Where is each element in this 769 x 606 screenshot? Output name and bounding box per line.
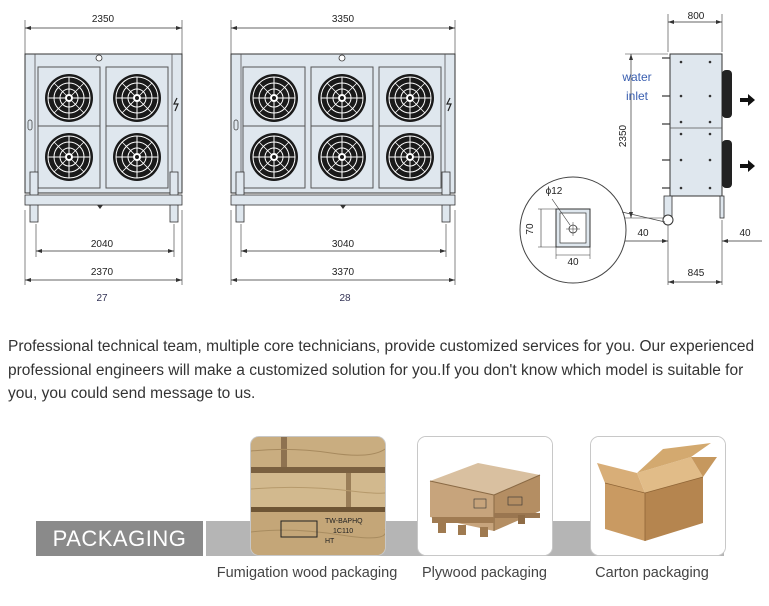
detail-height: 70 (525, 223, 536, 235)
water-inlet-label-1: water (621, 70, 651, 84)
side-depth: 800 (688, 11, 705, 22)
side-height: 2350 (618, 124, 629, 147)
description-line-3: you, you could send message to us. (8, 385, 256, 402)
description-line-1: Professional technical team, multiple co… (8, 338, 755, 355)
detail-width: 40 (567, 257, 579, 268)
caption-plywood: Plywood packaging (422, 565, 547, 581)
stamp-text-1: TW-BAPHQ (325, 518, 363, 525)
stamp-text-3: HT (325, 538, 335, 545)
carton-image (591, 437, 725, 555)
detail-hole-diameter: ϕ12 (546, 186, 563, 197)
unit27-model-label: 27 (96, 293, 108, 304)
carton-photo (590, 436, 726, 556)
unit28-inner-width: 3040 (332, 239, 355, 250)
unit-28-drawing: 3350 3040 3370 28 (230, 14, 456, 304)
packaging-divider (203, 521, 206, 556)
drawings-svg: 2350 2040 2370 27 (24, 11, 762, 304)
detail-drawing: ϕ12 70 40 (519, 176, 666, 284)
fumigation-wood-image: TW-BAPHQ 1C110 HT (251, 437, 385, 555)
unit28-top-width: 3350 (332, 14, 355, 25)
unit-27-drawing: 2350 2040 2370 27 (24, 14, 183, 304)
side-bottom-depth: 845 (688, 268, 705, 279)
technical-drawings: 2350 2040 2370 27 (24, 11, 762, 304)
unit27-top-width: 2350 (92, 14, 115, 25)
unit28-model-label: 28 (339, 293, 351, 304)
description-line-2: professional engineers will make a custo… (8, 361, 744, 379)
fumigation-wood-photo: TW-BAPHQ 1C110 HT (250, 436, 386, 556)
plywood-photo (417, 436, 553, 556)
stamp-text-2: 1C110 (333, 528, 353, 535)
side-view-drawing: 800 2350 water inlet (618, 11, 762, 285)
unit28-outer-width: 3370 (332, 267, 355, 278)
side-left-offset: 40 (637, 228, 649, 239)
unit27-outer-width: 2370 (91, 267, 114, 278)
description-paragraph: Professional technical team, multiple co… (8, 335, 763, 406)
side-right-offset: 40 (739, 228, 751, 239)
caption-carton: Carton packaging (595, 565, 709, 581)
packaging-title: PACKAGING (36, 521, 203, 556)
unit27-inner-width: 2040 (91, 239, 114, 250)
water-inlet-label-2: inlet (626, 89, 649, 103)
plywood-image (418, 437, 552, 555)
caption-fumigation-wood: Fumigation wood packaging (216, 565, 398, 581)
